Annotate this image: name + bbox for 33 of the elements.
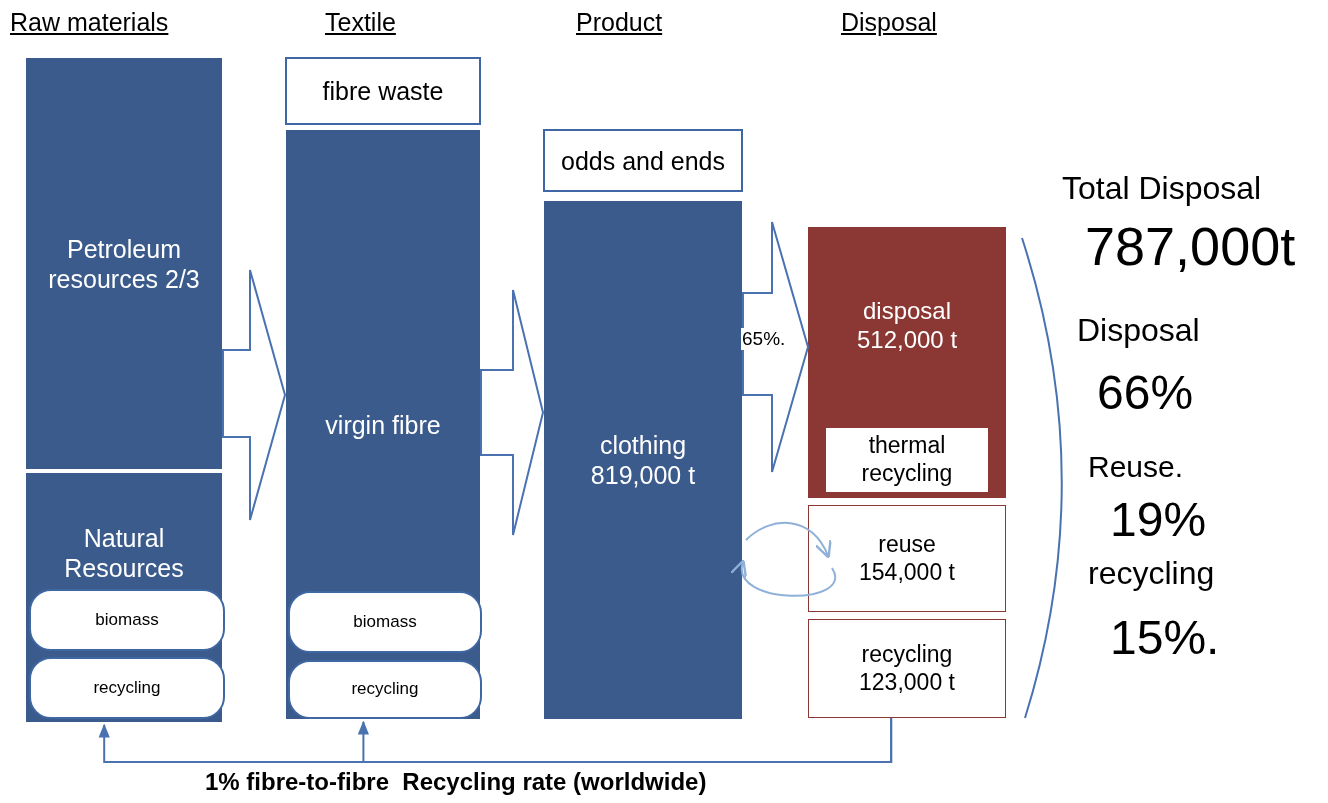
textile-bar: virgin fibre biomass recycling	[285, 129, 481, 720]
process-box: reuse 154,000 t	[808, 505, 1006, 612]
arrow	[357, 717, 893, 763]
percentage-value: 19%	[1110, 492, 1207, 547]
percentage-value: 66%	[1097, 365, 1194, 420]
source-pill: recycling	[29, 657, 225, 719]
total-value: 787,000t	[1085, 215, 1296, 277]
curved-arrow	[732, 559, 837, 597]
disposal-bar: disposal 512,000 t thermal recycling	[808, 227, 1006, 498]
heading: Textile	[325, 8, 396, 37]
summary-label: Total Disposal	[1062, 170, 1262, 207]
heading: Product	[576, 8, 663, 37]
product-bar: clothing 819,000 t	[543, 200, 743, 720]
raw-material-bar: Natural Resources biomass recycling	[25, 472, 223, 723]
heading: Disposal	[841, 8, 937, 37]
process-box: recycling 123,000 t	[808, 619, 1006, 718]
process-box: thermal recycling	[826, 428, 988, 492]
raw-material-bar: Petroleum resources 2/3	[25, 57, 223, 470]
process-box: fibre waste	[285, 57, 481, 125]
summary-label: recycling	[1088, 555, 1215, 592]
process-box: odds and ends	[543, 129, 743, 192]
footnote-label: 1% fibre-to-fibre Recycling rate (worldwide)	[205, 768, 707, 796]
percentage-value: 15%.	[1110, 610, 1220, 665]
source-pill: biomass	[288, 591, 482, 653]
source-pill: biomass	[29, 589, 225, 651]
block-arrow	[480, 289, 545, 536]
block-arrow	[222, 269, 287, 521]
heading: Raw materials	[10, 8, 169, 37]
source-pill: recycling	[288, 660, 482, 719]
curved-arrow	[745, 521, 831, 559]
summary-label: Disposal	[1077, 312, 1200, 349]
summary-label: Reuse.	[1088, 450, 1184, 484]
edge-label: 65%.	[741, 328, 787, 350]
